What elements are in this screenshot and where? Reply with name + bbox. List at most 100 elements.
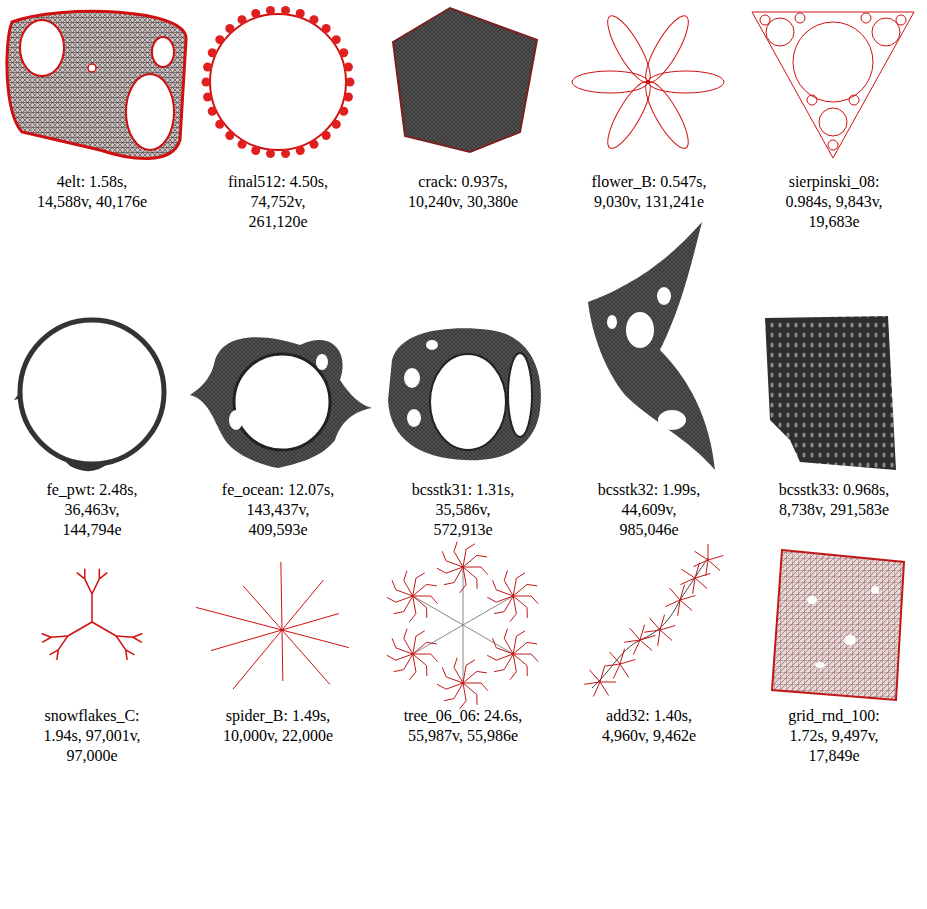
spike <box>600 682 616 683</box>
caption: fe_ocean: 12.07s, 143,437v, 409,593e <box>217 480 339 540</box>
tree-branch <box>431 596 438 604</box>
tree-branch <box>454 542 457 552</box>
branch <box>92 622 116 636</box>
bump <box>238 15 247 24</box>
bump <box>296 9 305 18</box>
tree-branch <box>531 654 538 662</box>
bump <box>281 149 290 158</box>
bump <box>281 6 290 15</box>
spike <box>640 636 655 640</box>
tree-branch <box>410 614 416 622</box>
layout-flower <box>572 11 724 154</box>
caption: flower_B: 0.547s, 9,030v, 131,241e <box>589 172 709 212</box>
spike <box>708 556 723 560</box>
tree-branch <box>413 596 416 614</box>
bump <box>266 149 275 158</box>
tree-branch <box>476 579 477 589</box>
layout-sierpinski <box>752 12 914 158</box>
tree-branch <box>396 654 413 660</box>
spike <box>693 560 708 567</box>
tree-branch <box>513 642 527 654</box>
bump <box>344 92 353 101</box>
tree-branch <box>394 612 404 614</box>
tree-branch <box>510 614 516 622</box>
bump <box>225 24 234 33</box>
tree-branch <box>427 642 437 643</box>
spider-leg <box>282 630 349 648</box>
bump <box>202 78 211 87</box>
spider-leg <box>282 614 339 630</box>
tree-branch <box>413 596 431 597</box>
bump <box>296 146 305 155</box>
spider-leg <box>243 586 282 630</box>
caption: add32: 1.40s, 4,960v, 9,462e <box>592 706 707 746</box>
tree-branch <box>444 699 454 701</box>
tree-branch <box>504 571 507 581</box>
tree-branch <box>527 642 537 643</box>
spike <box>610 652 620 664</box>
tree-branch <box>481 567 488 575</box>
tree-branch <box>437 568 446 573</box>
tree-branch <box>463 555 477 567</box>
branch <box>42 637 51 642</box>
tree-branch <box>487 655 496 660</box>
spike <box>658 630 660 646</box>
bump <box>310 15 319 24</box>
tree-branch <box>396 596 413 602</box>
tree-branch <box>504 580 513 596</box>
tree-branch <box>413 642 427 654</box>
spike <box>670 588 680 600</box>
layout-spider <box>196 562 349 689</box>
spike <box>706 560 708 576</box>
tree-branch <box>413 654 416 672</box>
bump <box>203 92 212 101</box>
spike <box>660 630 672 641</box>
layout-crack <box>393 8 537 152</box>
tree-branch <box>477 555 487 556</box>
tree-branch <box>527 608 528 618</box>
tree-trunk <box>413 625 463 654</box>
tree-branch <box>454 658 457 668</box>
tree-branch <box>416 631 425 636</box>
spider-leg <box>281 562 282 630</box>
branch <box>42 634 51 638</box>
tree-trunk <box>463 625 464 683</box>
branch <box>51 636 68 637</box>
tree-branch <box>387 597 396 602</box>
bump <box>208 48 217 57</box>
petal <box>638 11 695 88</box>
petal <box>600 11 657 88</box>
tree-trunk <box>463 567 464 625</box>
spider-leg <box>282 630 330 684</box>
layout-tree <box>387 542 538 709</box>
spike <box>644 630 660 632</box>
branch <box>85 579 92 594</box>
spike <box>708 560 720 571</box>
layout-snowflakes <box>42 569 143 660</box>
branch <box>133 634 142 638</box>
spike <box>633 640 640 655</box>
spike <box>650 618 660 630</box>
tree-trunk <box>463 596 513 625</box>
tree-branch <box>513 596 531 597</box>
petal <box>648 71 724 93</box>
tree-branch <box>413 584 427 596</box>
tree-branch <box>404 571 407 581</box>
spike <box>695 551 708 560</box>
spider-leg <box>211 630 282 651</box>
spike <box>624 640 640 642</box>
caption: tree_06_06: 24.6s, 55,987v, 55,986e <box>399 706 527 746</box>
layout-grid <box>772 550 904 700</box>
tree-branch <box>404 580 413 596</box>
tree-branch <box>516 631 525 636</box>
spike <box>613 664 620 679</box>
branch <box>133 637 142 642</box>
tree-branch <box>410 672 416 680</box>
bump <box>310 140 319 149</box>
tree-branch <box>513 584 527 596</box>
spike <box>680 578 695 585</box>
branch <box>99 573 107 579</box>
tree-branch <box>394 670 404 672</box>
tree-trunk <box>413 596 463 625</box>
bump <box>322 24 331 33</box>
